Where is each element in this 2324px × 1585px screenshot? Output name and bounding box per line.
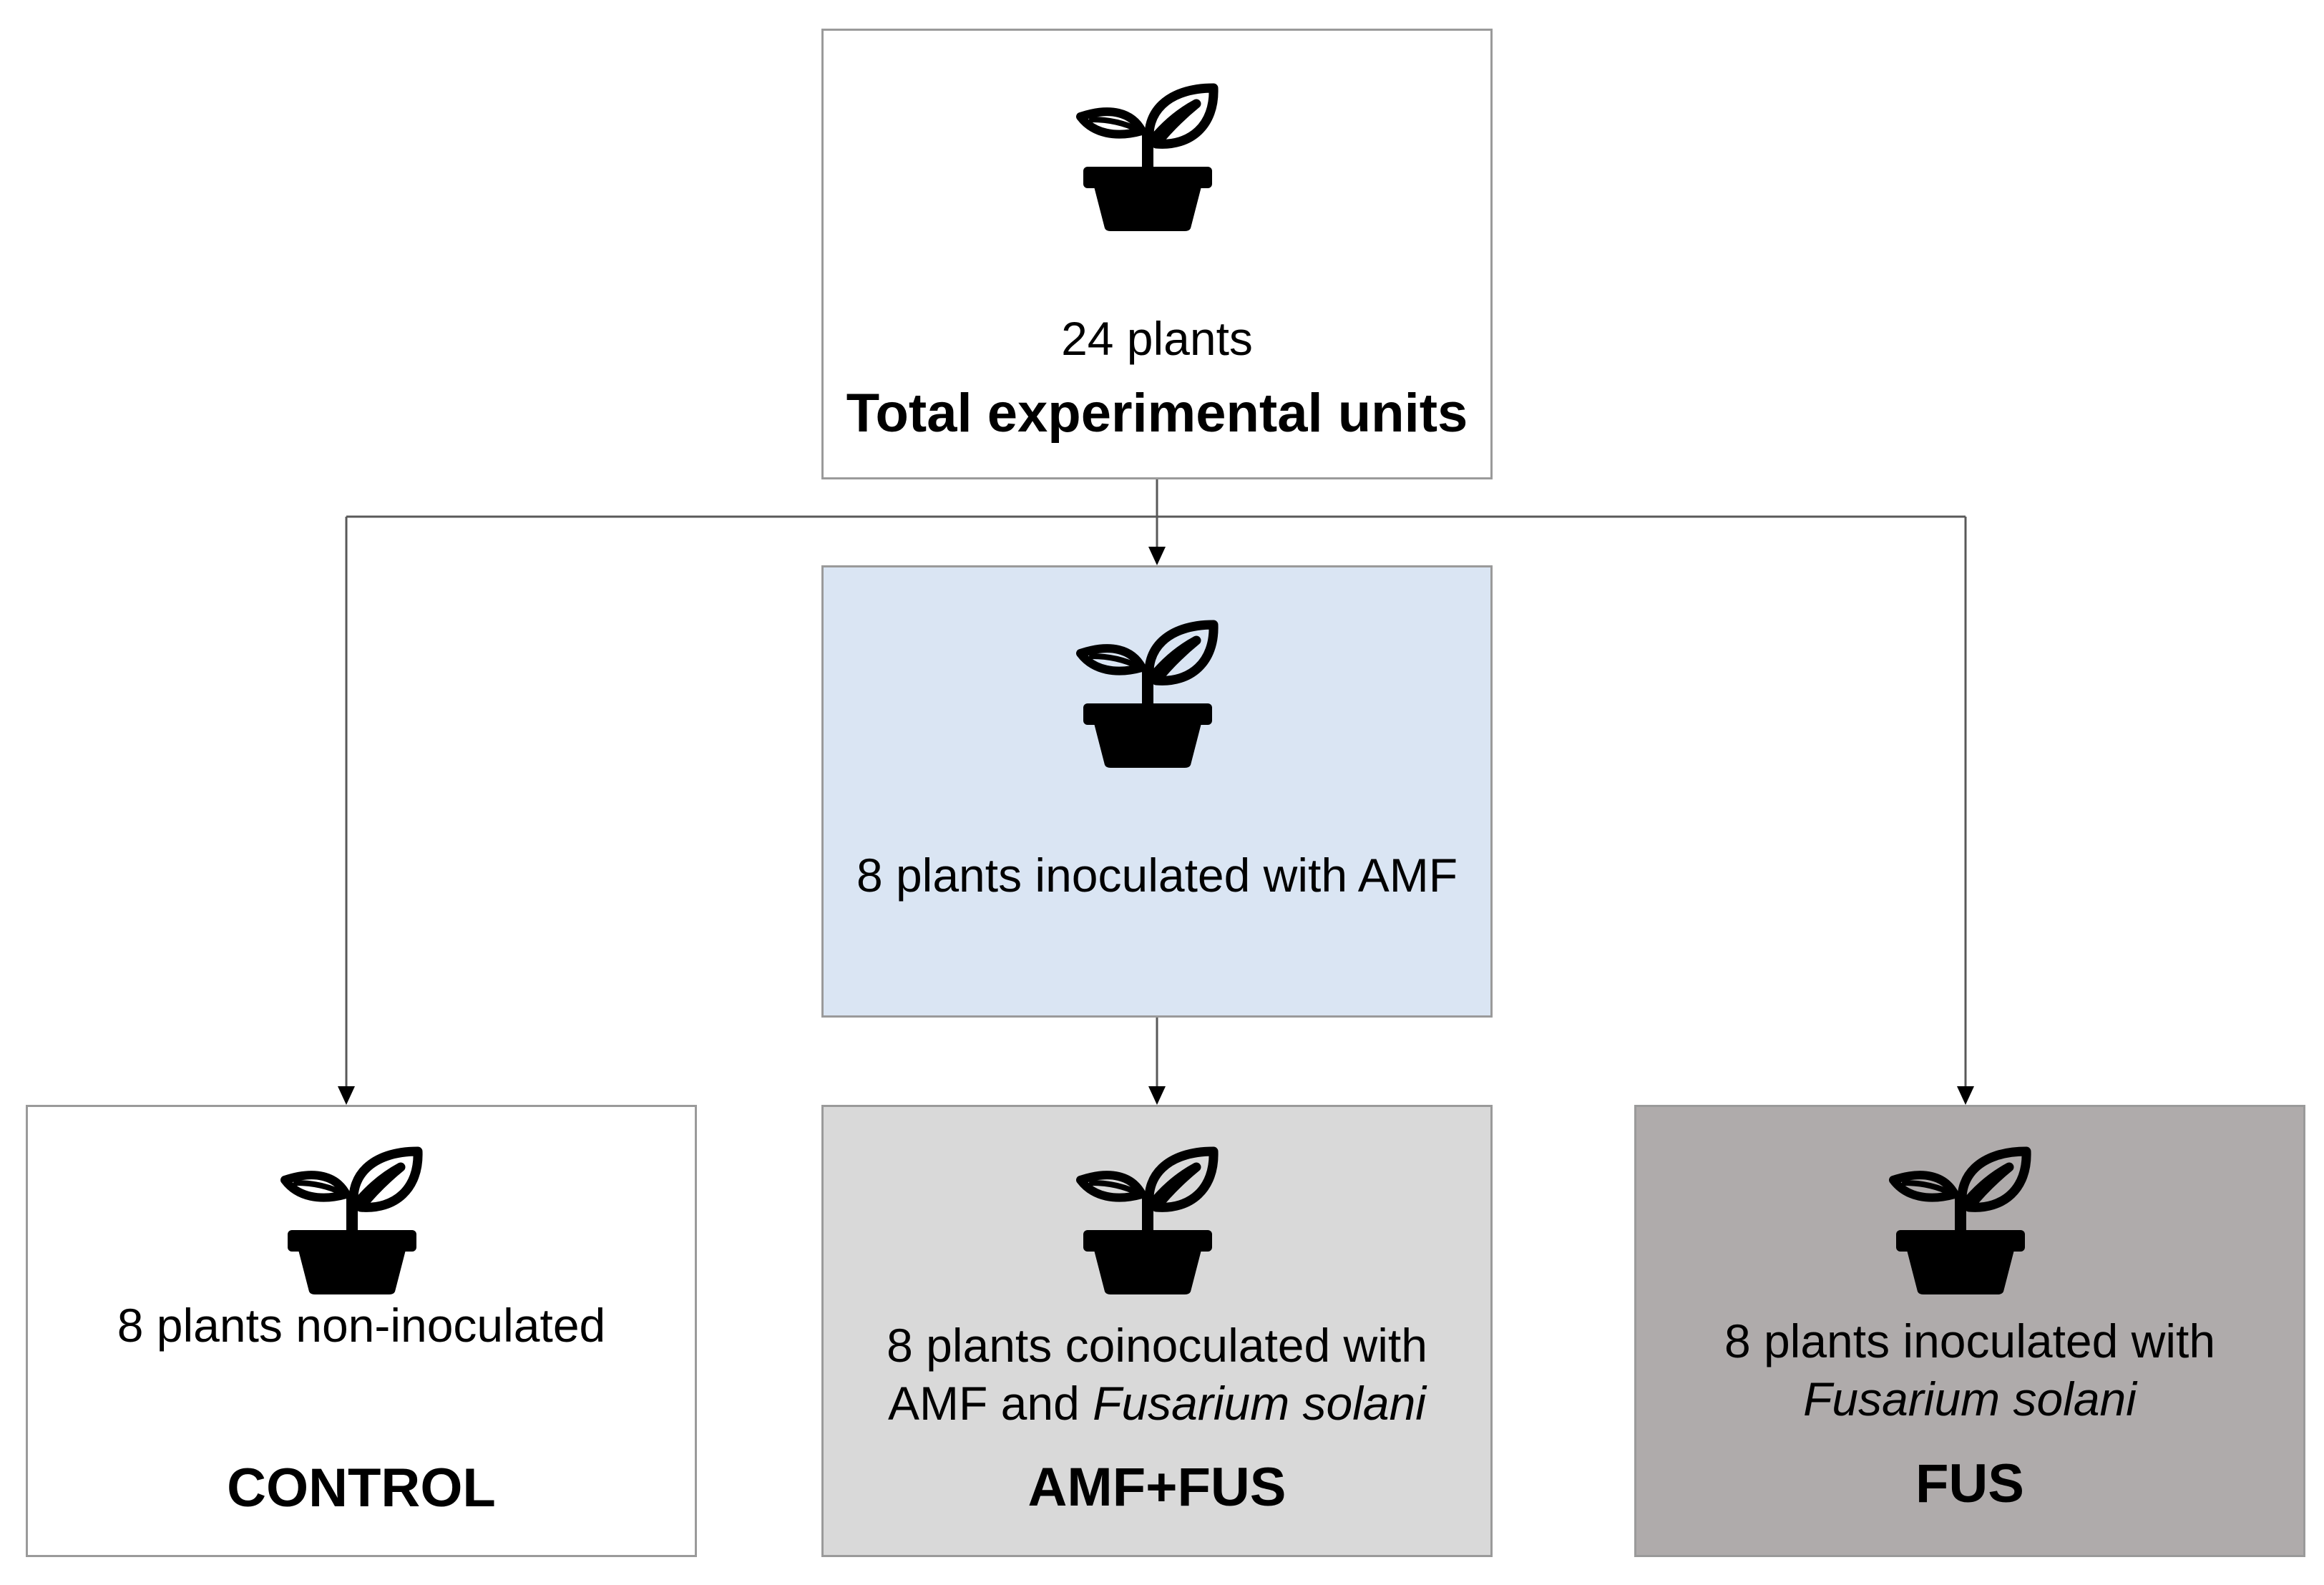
amffus-text-line1: 8 plants coinoculated with: [887, 1319, 1427, 1372]
potted-plant-icon: [1076, 596, 1219, 768]
arrowhead-amffus: [1148, 1086, 1166, 1105]
potted-plant-icon: [1076, 1123, 1219, 1294]
total-units-box: 24 plants Total experimental units: [821, 29, 1493, 479]
fus-text-line1: 8 plants inoculated with: [1724, 1315, 2216, 1367]
amffus-species-name: Fusarium solani: [1093, 1377, 1426, 1430]
arrowhead-amf: [1148, 547, 1166, 565]
potted-plant-icon: [1076, 59, 1219, 231]
amffus-group-label: AMF+FUS: [1027, 1457, 1286, 1518]
fus-group-label: FUS: [1915, 1453, 2024, 1514]
potted-plant-icon: [1889, 1123, 2032, 1294]
amf-fus-group-box: 8 plants coinoculated with AMF and Fusar…: [821, 1105, 1493, 1557]
arrowhead-fus: [1957, 1086, 1974, 1105]
fus-species-name: Fusarium solani: [1803, 1372, 2137, 1425]
control-group-box: 8 plants non-inoculated CONTROL: [26, 1105, 697, 1557]
potted-plant-icon: [280, 1123, 424, 1294]
fus-group-box: 8 plants inoculated with Fusarium solani…: [1634, 1105, 2305, 1557]
total-plants-count: 24 plants: [1061, 312, 1253, 365]
amffus-text-prefix: AMF and: [888, 1377, 1093, 1430]
control-box-text: 8 plants non-inoculated: [117, 1299, 606, 1352]
arrowhead-control: [338, 1086, 355, 1105]
amf-box-text: 8 plants inoculated with AMF: [856, 849, 1458, 902]
total-units-title: Total experimental units: [846, 383, 1468, 444]
amf-inoculated-box: 8 plants inoculated with AMF: [821, 565, 1493, 1018]
amffus-text-line2: AMF and Fusarium solani: [824, 1375, 1490, 1432]
control-group-label: CONTROL: [227, 1458, 496, 1518]
